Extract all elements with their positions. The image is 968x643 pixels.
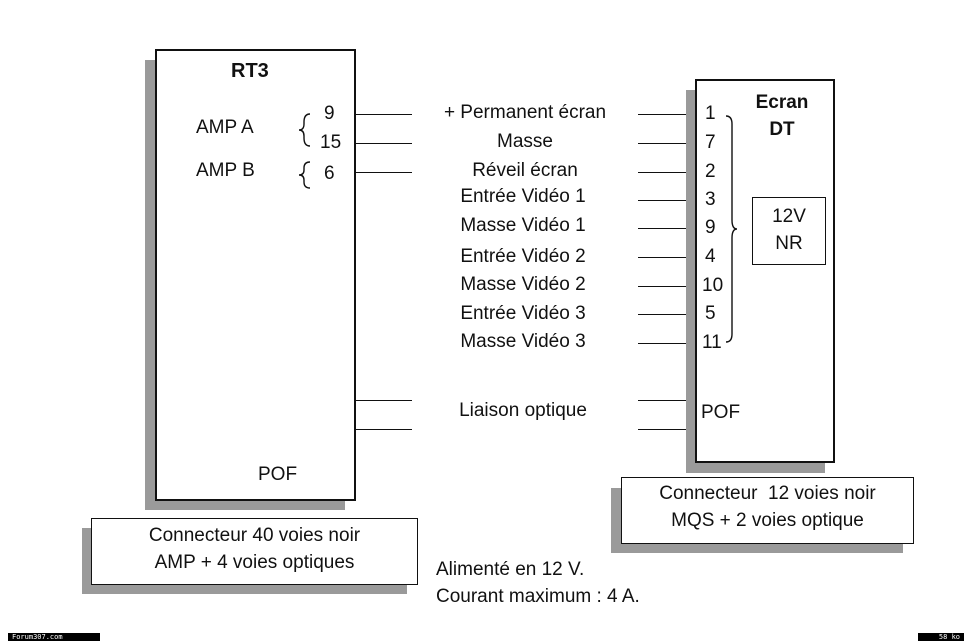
ecran-pin: 5 [705,303,716,324]
rt3-title: RT3 [231,60,269,82]
ecran-pin: 7 [705,132,716,153]
footer-watermark-left: Forum307.com [8,633,100,641]
ecran-pof-label: POF [701,402,741,423]
wire-left-1 [356,114,412,115]
rt3-pin-6: 6 [324,163,335,184]
footer-size-right: 58 ko [918,633,964,641]
rt3-amp-b-label: AMP B [196,160,255,181]
wire-right-3 [638,172,696,173]
signal-label: + Permanent écran [443,102,607,123]
wire-right-2 [638,143,696,144]
ecran-pin: 3 [705,189,716,210]
wire-right-6 [638,257,696,258]
wire-right-1 [638,114,696,115]
wire-right-5 [638,228,696,229]
ecran-box [695,79,835,463]
ecran-nr-label: NR [775,233,803,254]
signal-label: Réveil écran [472,160,578,181]
signal-label: Masse [497,131,553,152]
signal-label: Masse Vidéo 1 [460,215,586,236]
optical-link-label: Liaison optique [459,400,587,421]
wire-left-optic-1 [356,400,412,401]
signal-label: Masse Vidéo 2 [460,274,586,295]
ecran-pin: 4 [705,246,716,267]
signal-label: Entrée Vidéo 3 [460,303,586,324]
connector-right-line1: Connecteur 12 voies noir [659,483,876,504]
ecran-12v-label: 12V [772,206,806,227]
ecran-pin: 10 [702,275,724,296]
ecran-pin: 1 [705,103,716,124]
connector-right-line2: MQS + 2 voies optique [671,510,864,531]
ecran-12v-nr-box [752,197,826,265]
wire-right-4 [638,200,696,201]
rt3-box [155,49,356,501]
rt3-pin-15: 15 [320,132,342,153]
ecran-pin-brace [725,115,738,343]
rt3-amp-braces [298,113,311,189]
signal-label: Masse Vidéo 3 [460,331,586,352]
power-current-note: Courant maximum : 4 A. [436,586,640,607]
ecran-title-line2: DT [769,119,795,140]
wire-right-9 [638,343,696,344]
ecran-pin: 2 [705,161,716,182]
wire-right-optic-2 [638,429,696,430]
ecran-pin: 9 [705,217,716,238]
rt3-amp-a-label: AMP A [196,117,254,138]
wire-right-8 [638,314,696,315]
rt3-pin-9: 9 [324,103,335,124]
connector-left-line2: AMP + 4 voies optiques [154,552,355,573]
rt3-pof-label: POF [258,464,298,485]
ecran-title-line1: Ecran [755,92,809,113]
connector-left-box [91,518,418,585]
wire-right-7 [638,286,696,287]
signal-label: Entrée Vidéo 1 [460,186,586,207]
signal-label: Entrée Vidéo 2 [460,246,586,267]
wire-right-optic-1 [638,400,696,401]
wire-left-2 [356,143,412,144]
connector-left-line1: Connecteur 40 voies noir [148,525,361,546]
connector-right-box [621,477,914,544]
wire-left-optic-2 [356,429,412,430]
ecran-pin: 11 [702,332,722,353]
power-voltage-note: Alimenté en 12 V. [436,559,585,580]
wire-left-3 [356,172,412,173]
